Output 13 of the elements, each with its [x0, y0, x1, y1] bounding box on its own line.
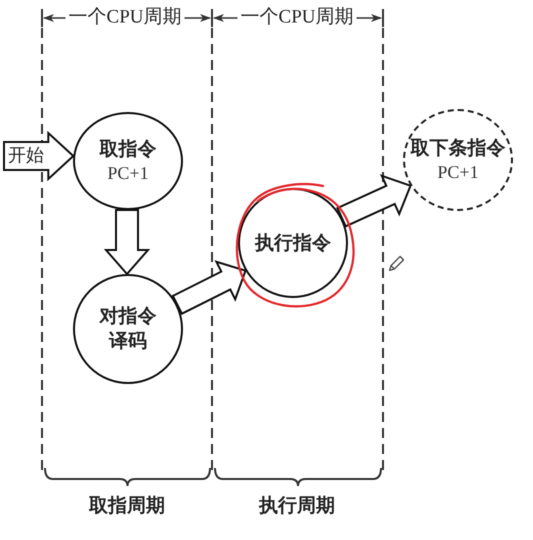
edge-label: 开始 [8, 146, 44, 166]
step-label: 对指令译码 [98, 304, 158, 354]
step-label: 执行指令 [255, 230, 331, 256]
step-label: 取指令 [100, 136, 156, 162]
step-note: PC+1 [437, 160, 479, 184]
block-arrow [336, 174, 412, 228]
phase-label: 执行周期 [259, 496, 335, 516]
phase-label: 取指周期 [89, 496, 165, 516]
process-circle [238, 188, 348, 298]
step-note: PC+1 [107, 162, 149, 185]
step-label: 取下条指令 [410, 136, 506, 161]
block-arrow [172, 260, 247, 316]
block-arrow [104, 209, 150, 276]
